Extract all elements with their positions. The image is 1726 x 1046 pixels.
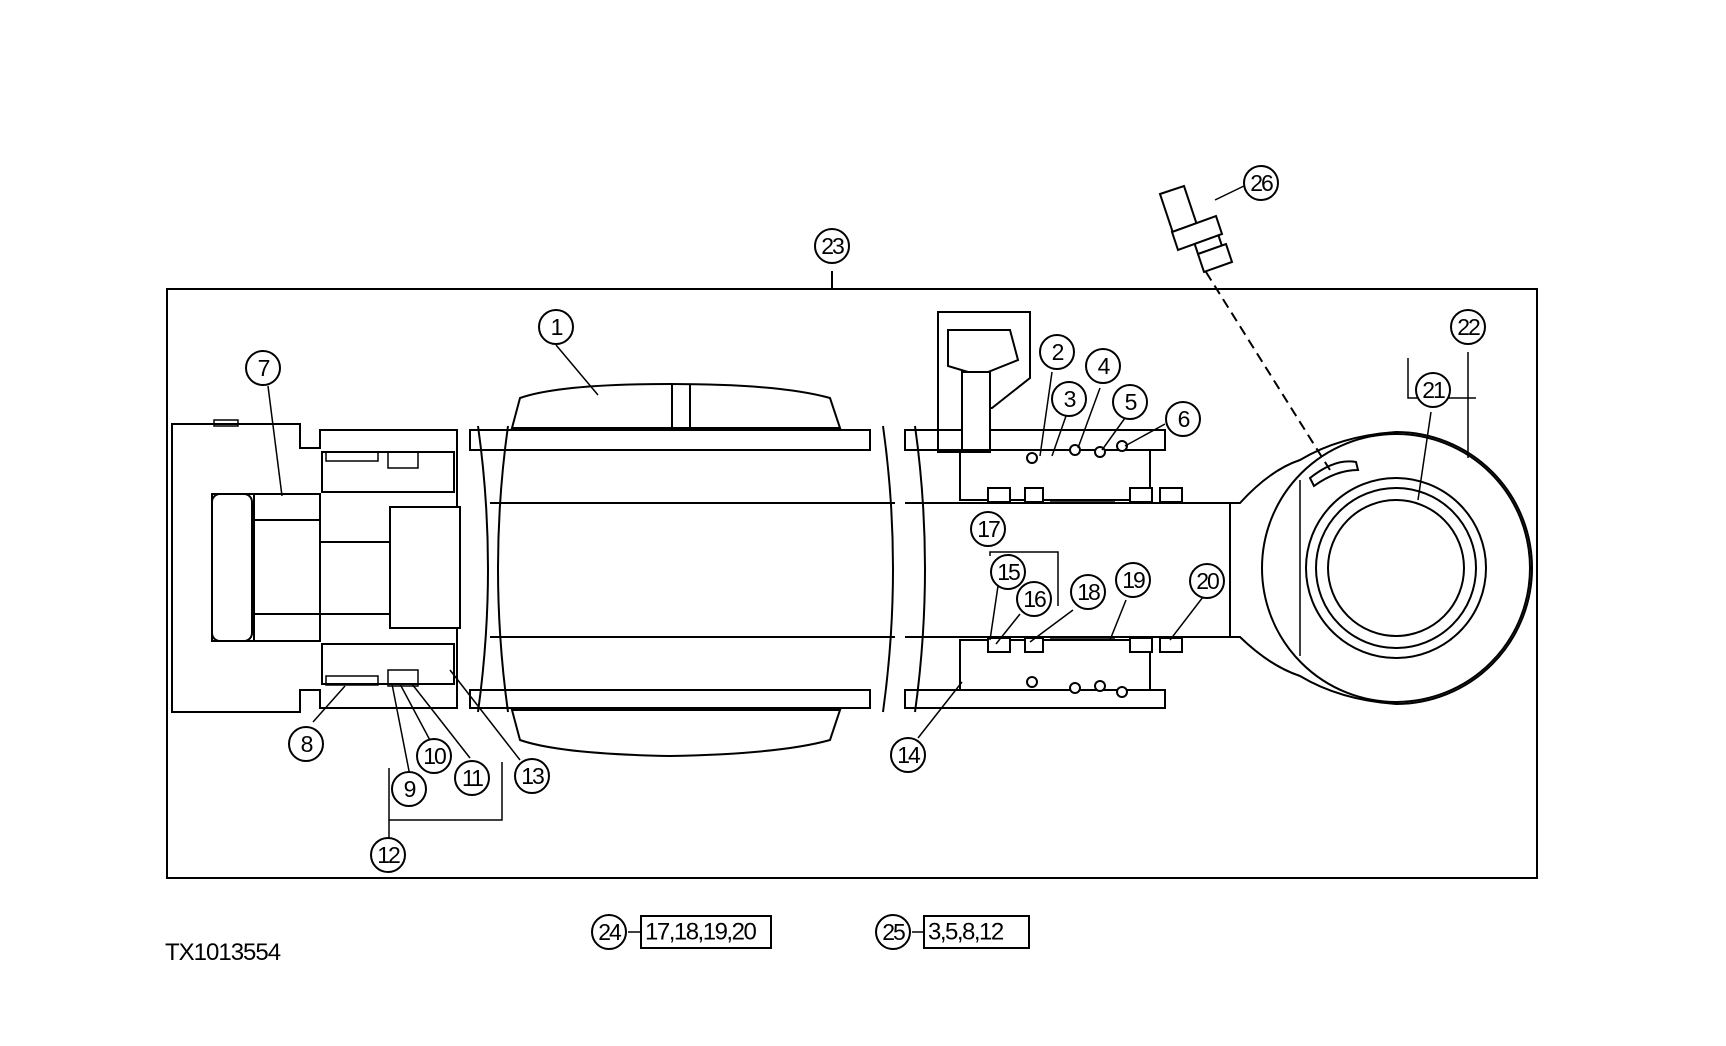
callout-20: 20 bbox=[1189, 563, 1225, 599]
callout-26: 26 bbox=[1243, 165, 1279, 201]
svg-text:13: 13 bbox=[521, 763, 544, 789]
cylinder-barrel bbox=[469, 425, 1230, 713]
svg-text:2: 2 bbox=[1052, 339, 1064, 365]
callout-11: 11 bbox=[454, 760, 490, 796]
callout-14: 14 bbox=[890, 737, 926, 773]
svg-text:18: 18 bbox=[1077, 579, 1100, 605]
svg-text:20: 20 bbox=[1196, 568, 1219, 594]
svg-text:15: 15 bbox=[997, 559, 1020, 585]
callout-21: 21 bbox=[1415, 372, 1451, 408]
callout-24: 24 bbox=[591, 914, 627, 950]
svg-text:7: 7 bbox=[258, 355, 270, 381]
callout-25: 25 bbox=[875, 914, 911, 950]
svg-text:10: 10 bbox=[423, 743, 446, 769]
callout-12: 12 bbox=[370, 837, 406, 873]
callout-1: 1 bbox=[538, 309, 574, 345]
svg-text:19: 19 bbox=[1122, 567, 1145, 593]
svg-text:3: 3 bbox=[1064, 386, 1076, 412]
svg-text:17: 17 bbox=[977, 516, 1000, 542]
callout-15: 15 bbox=[990, 554, 1026, 590]
svg-text:26: 26 bbox=[1250, 170, 1273, 196]
svg-text:24: 24 bbox=[598, 919, 622, 945]
callout-5: 5 bbox=[1112, 384, 1148, 420]
callout-8: 8 bbox=[288, 726, 324, 762]
kit-box-24: 17,18,19,20 bbox=[640, 915, 772, 949]
figure-id: TX1013554 bbox=[165, 939, 281, 966]
callout-label: 1 bbox=[551, 314, 563, 340]
kit-box-25: 3,5,8,12 bbox=[923, 915, 1030, 949]
callout-17: 17 bbox=[970, 511, 1006, 547]
kit-25-contents: 3,5,8,12 bbox=[928, 919, 1004, 946]
callout-13: 13 bbox=[514, 758, 550, 794]
trunnion bbox=[510, 382, 842, 758]
kit-24-contents: 17,18,19,20 bbox=[645, 919, 756, 946]
grease-fitting bbox=[1158, 184, 1331, 471]
callout-19: 19 bbox=[1115, 562, 1151, 598]
callout-3: 3 bbox=[1051, 381, 1087, 417]
callout-23: 23 bbox=[814, 228, 850, 264]
piston-assembly bbox=[171, 419, 461, 713]
callout-6: 6 bbox=[1165, 401, 1201, 437]
callout-10: 10 bbox=[416, 738, 452, 774]
svg-text:21: 21 bbox=[1422, 377, 1445, 403]
assembly-frame bbox=[166, 271, 1538, 879]
svg-text:9: 9 bbox=[404, 776, 416, 802]
svg-text:5: 5 bbox=[1125, 389, 1137, 415]
callout-7: 7 bbox=[245, 350, 281, 386]
svg-text:12: 12 bbox=[377, 842, 400, 868]
svg-text:6: 6 bbox=[1178, 406, 1190, 432]
callout-18: 18 bbox=[1070, 574, 1106, 610]
callout-4: 4 bbox=[1085, 348, 1121, 384]
svg-text:11: 11 bbox=[462, 765, 483, 791]
rod-guide bbox=[937, 311, 1183, 698]
svg-text:14: 14 bbox=[897, 742, 921, 768]
callout-9: 9 bbox=[391, 771, 427, 807]
leader-lines bbox=[267, 184, 1476, 933]
rod-eye bbox=[1229, 430, 1533, 706]
svg-text:22: 22 bbox=[1457, 314, 1480, 340]
svg-text:23: 23 bbox=[821, 233, 844, 259]
callout-16: 16 bbox=[1016, 581, 1052, 617]
callout-2: 2 bbox=[1039, 334, 1075, 370]
callout-22: 22 bbox=[1450, 309, 1486, 345]
svg-text:8: 8 bbox=[301, 731, 313, 757]
svg-text:25: 25 bbox=[882, 919, 905, 945]
svg-text:16: 16 bbox=[1023, 586, 1046, 612]
callouts: 1 2 3 4 5 6 7 8 9 10 11 12 13 14 15 16 1… bbox=[245, 165, 1486, 950]
